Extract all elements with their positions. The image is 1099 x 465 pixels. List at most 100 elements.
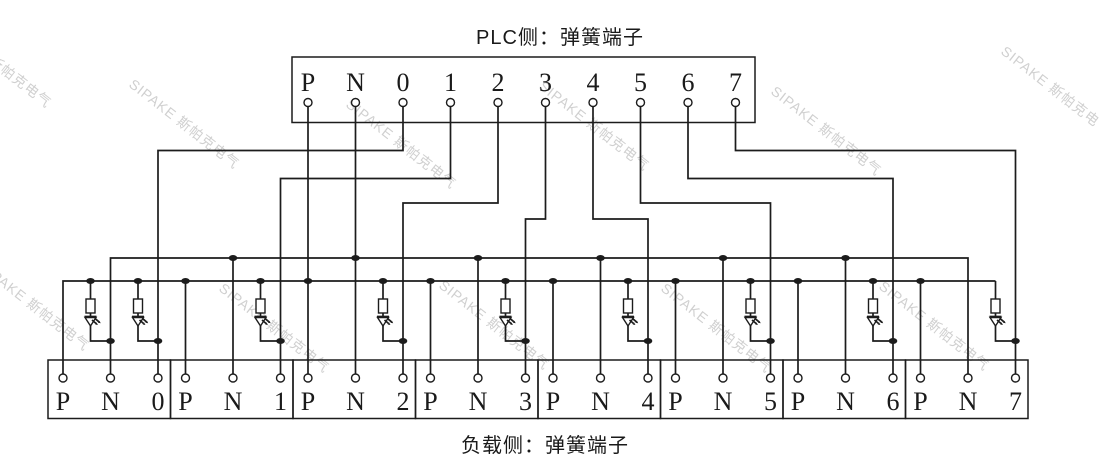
load-block-0: P N 0 — [47, 359, 172, 420]
load-terminal-label: P — [913, 387, 927, 416]
plc-terminal-label: 1 — [444, 68, 457, 97]
load-terminal-circle — [520, 373, 531, 383]
plc-terminal-label: 6 — [682, 68, 695, 97]
load-terminal-circle — [58, 373, 68, 383]
load-terminal-circle — [350, 373, 361, 383]
load-block-5: P N 5 — [659, 359, 784, 420]
plc-terminal-circle — [398, 97, 408, 108]
load-terminal-label: N — [224, 387, 243, 416]
load-terminal-circle — [228, 373, 238, 383]
load-terminal-circle — [888, 373, 898, 383]
load-side-caption: 负载侧：弹簧端子 — [461, 434, 629, 457]
load-terminal-label: P — [178, 387, 192, 416]
channel-3-wire — [524, 106, 547, 374]
load-terminal-label: P — [423, 387, 437, 416]
load-terminal-label: P — [668, 387, 682, 416]
load-terminal-circle — [425, 373, 436, 383]
load-terminal-label: 3 — [519, 387, 532, 416]
watermark-text: SIPAKE 斯帕克电气 — [0, 15, 55, 111]
load-terminal-label: 2 — [397, 387, 410, 416]
plc-terminal-circle — [350, 97, 361, 108]
junction-dots — [86, 255, 925, 284]
load-terminal-label: N — [101, 387, 120, 416]
plc-terminal-circle — [445, 97, 456, 108]
load-terminal-label: N — [591, 387, 610, 416]
watermark-text: SIPAKE 斯帕克电气 — [998, 43, 1099, 139]
load-terminal-circle — [963, 373, 973, 383]
channel-6-wire — [687, 106, 894, 374]
load-terminal-label: N — [836, 387, 855, 416]
watermark-text: SIPAKE 斯帕克电气 — [343, 96, 460, 192]
watermark-text: SIPAKE 斯帕克电气 — [126, 76, 243, 172]
plc-terminal-circle — [730, 97, 741, 108]
plc-side-caption: PLC侧：弹簧端子 — [476, 26, 644, 49]
plc-terminal-label: 7 — [729, 68, 742, 97]
channel-7-wire — [734, 106, 1017, 374]
load-terminal-label: P — [791, 387, 805, 416]
load-terminal-blocks: P N 0 P N 1 P N 2 P N — [47, 359, 1029, 420]
load-terminal-circle — [595, 373, 606, 383]
load-terminal-circle — [840, 373, 851, 383]
load-terminal-circle — [718, 373, 728, 383]
load-block-6: P N 6 — [782, 359, 907, 420]
load-terminal-circle — [670, 373, 681, 383]
load-block-4: P N 4 — [537, 359, 662, 420]
load-terminal-label: 5 — [764, 387, 777, 416]
plc-terminal-circle — [493, 97, 503, 108]
watermark-text: SIPAKE 斯帕克电气 — [768, 83, 885, 179]
p-bus-wire — [62, 280, 996, 374]
watermark-text: SIPAKE 斯帕克电气 — [0, 258, 93, 354]
load-terminal-circle — [793, 373, 803, 383]
load-block-2: P N 2 — [292, 359, 417, 420]
plc-terminal-circle — [683, 97, 693, 108]
load-terminal-label: P — [56, 387, 70, 416]
load-terminal-circle — [643, 373, 653, 383]
load-block-7: P N 7 — [904, 359, 1029, 420]
plc-terminal-label: N — [346, 68, 365, 97]
load-terminal-label: 1 — [274, 387, 287, 416]
watermark-text: SIPAKE 斯帕克电气 — [436, 277, 553, 373]
channel-4-wire — [592, 106, 649, 374]
plc-terminal-label: 5 — [634, 68, 647, 97]
load-terminal-circle — [275, 373, 286, 383]
plc-terminal-label: 3 — [539, 68, 552, 97]
load-terminal-label: P — [546, 387, 560, 416]
load-terminal-circle — [180, 373, 191, 383]
load-block-3: P N 3 — [414, 359, 539, 420]
load-terminal-circle — [105, 373, 116, 383]
load-terminal-label: P — [301, 387, 315, 416]
load-terminal-circle — [548, 373, 558, 383]
channel-5-wire — [639, 106, 772, 374]
plc-block-outline — [291, 56, 756, 124]
load-terminal-label: 6 — [887, 387, 900, 416]
load-terminal-label: N — [714, 387, 733, 416]
plc-terminal-label: 4 — [587, 68, 600, 97]
n-bus-wire — [109, 257, 969, 374]
plc-terminal-label: 2 — [492, 68, 505, 97]
load-terminal-circle — [473, 373, 483, 383]
load-terminal-circle — [1010, 373, 1021, 383]
n-bus-drops — [232, 258, 847, 374]
load-terminal-label: 0 — [152, 387, 165, 416]
load-terminal-circle — [153, 373, 163, 383]
plc-terminal-label: 0 — [397, 68, 410, 97]
channel-0-wire — [157, 106, 404, 374]
p-bus-drops — [184, 281, 922, 374]
load-terminal-circle — [915, 373, 926, 383]
plc-terminal-circle — [540, 97, 551, 108]
plc-terminal-block: P N 0 1 2 3 4 5 6 7 — [291, 56, 756, 124]
wires — [62, 106, 1017, 374]
plc-terminal-circle — [635, 97, 646, 108]
load-block-1: P N 1 — [169, 359, 294, 420]
load-terminal-label: N — [469, 387, 488, 416]
channel-2-wire — [402, 106, 499, 374]
load-terminal-label: 7 — [1009, 387, 1022, 416]
load-terminal-circle — [398, 373, 408, 383]
channel-1-wire — [279, 106, 452, 374]
load-terminal-label: N — [346, 387, 365, 416]
plc-terminal-circle — [588, 97, 598, 108]
plc-terminal-circle — [303, 97, 313, 108]
load-terminal-circle — [303, 373, 313, 383]
